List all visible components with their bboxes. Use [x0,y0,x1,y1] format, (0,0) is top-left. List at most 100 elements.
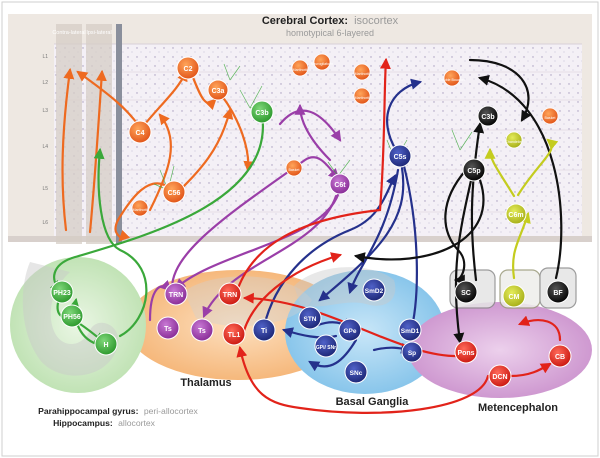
interneuron-martinotti-4[interactable]: Martinotti [353,87,371,105]
interneuron-martinotti-1[interactable]: Martinotti [131,199,149,217]
svg-text:PH56: PH56 [63,314,81,321]
node-gpe[interactable]: GPe [338,318,362,342]
node-c2[interactable]: C2 [176,56,200,80]
node-stn[interactable]: STN [298,306,322,330]
node-bf[interactable]: BF [546,280,570,304]
svg-text:Basket: Basket [289,168,300,172]
node-c56[interactable]: C56 [162,180,186,204]
interneurons: Martinotti Martinotti Neurogliaform Mart… [131,53,559,217]
hippocampal-nodes: PH23 PH56 H [50,280,118,356]
svg-text:TRN: TRN [223,292,237,299]
node-c5s[interactable]: C5s [388,144,412,168]
node-c5p[interactable]: C5p [462,158,486,182]
node-sp[interactable]: Sp [401,341,423,363]
node-cm[interactable]: CM [502,284,526,308]
interneuron-basket-1[interactable]: Basket [285,159,303,177]
metencephalon-nodes: Pons DCN CB [454,340,572,388]
svg-text:Pons: Pons [457,350,474,357]
node-gpi-snr[interactable]: GPi/ SNr [314,334,338,358]
svg-text:SmD1: SmD1 [401,328,420,335]
interneuron-neurogliaform[interactable]: Neurogliaform [311,53,334,71]
node-ts-left[interactable]: Ts [156,316,180,340]
path-navy-1 [318,166,405,302]
path-orange-9 [148,113,172,212]
layer-label-6: L6 [42,220,48,226]
path-red-6 [517,315,562,342]
hippocampus-label: Hippocampus: allocortex [53,418,156,428]
interneuron-basket-2[interactable]: Basket [541,107,559,125]
node-ph56[interactable]: PH56 [60,304,84,328]
cortex-subtitle: homotypical 6-layered [286,28,374,38]
layer-label-2: L2 [42,80,48,86]
node-snc[interactable]: SNc [344,360,368,384]
thalamus-label: Thalamus [180,377,231,389]
svg-text:C5s: C5s [394,154,407,161]
node-h[interactable]: H [94,332,118,356]
svg-text:C56: C56 [168,190,181,197]
parahippocampal-label: Parahippocampal gyrus: peri-allocortex [38,406,198,416]
node-trn-red[interactable]: TRN [218,282,242,306]
node-sc[interactable]: SC [454,280,478,304]
path-purple-3 [171,156,340,302]
node-c3b-black[interactable]: C3b [477,105,499,127]
node-pons[interactable]: Pons [454,340,478,364]
node-c6t[interactable]: C6t [329,173,351,195]
layer-label-3: L3 [42,108,48,114]
interneuron-martinotti-2[interactable]: Martinotti [291,59,309,77]
svg-text:CM: CM [509,294,520,301]
svg-text:TL1: TL1 [228,332,241,339]
node-ti[interactable]: Ti [252,318,276,342]
svg-text:Ti: Ti [261,328,267,335]
node-c6m[interactable]: C6m [505,203,527,225]
node-smd2[interactable]: SmD2 [362,278,386,302]
node-ts-right[interactable]: Ts [190,318,214,342]
svg-text:SmD2: SmD2 [365,288,384,295]
svg-text:CB: CB [555,354,565,361]
svg-text:Ts: Ts [164,326,172,333]
node-trn-purple[interactable]: TRN [164,282,188,306]
path-navy-4 [386,78,423,152]
svg-text:C3a: C3a [212,88,225,95]
path-orange-4 [220,94,255,173]
path-red-3 [242,292,466,358]
node-ph23[interactable]: PH23 [50,280,74,304]
path-red-4 [236,345,490,414]
interneuron-chandelier[interactable]: Chandelier [505,131,523,149]
path-olive-1 [512,211,531,280]
interneuron-martinotti-3[interactable]: Martinotti [353,63,371,81]
node-dcn[interactable]: DCN [488,364,512,388]
path-black-3 [444,168,468,286]
path-navy-2 [347,168,400,295]
layer-label-1: L1 [42,54,48,60]
svg-text:C4: C4 [136,130,145,137]
node-smd1[interactable]: SmD1 [398,318,422,342]
svg-text:Ts: Ts [198,328,206,335]
svg-text:Double Bouquet: Double Bouquet [439,78,465,82]
node-cb[interactable]: CB [548,344,572,368]
path-olive-3 [484,147,516,198]
cortex-nodes: C2 C3a C3b C4 C56 C5s C6t C3b [128,56,527,225]
path-olive-2 [516,138,559,197]
svg-text:C2: C2 [184,66,193,73]
interneuron-double-bouquet[interactable]: Double Bouquet [439,69,465,87]
svg-text:Sp: Sp [408,350,416,357]
path-black-1 [453,174,474,345]
node-tl1[interactable]: TL1 [222,322,246,346]
node-c4[interactable]: C4 [128,120,152,144]
layer-label-5: L5 [42,186,48,192]
path-black-5 [477,75,563,280]
node-c3b-green[interactable]: C3b [250,100,274,124]
metencephalon-region [408,302,592,398]
node-c3a[interactable]: C3a [207,79,229,101]
svg-text:C6m: C6m [508,212,523,219]
path-red-2 [240,252,343,340]
svg-text:Basket: Basket [545,116,556,120]
svg-text:PH23: PH23 [53,290,71,297]
path-navy-5 [260,174,397,338]
path-navy-7 [308,338,358,372]
path-green-1 [49,112,265,292]
svg-text:Martinotti: Martinotti [355,96,370,100]
contralateral-column: Contra-lateral [52,24,86,244]
svg-text:C6t: C6t [334,182,346,189]
svg-text:GPe: GPe [343,328,356,335]
